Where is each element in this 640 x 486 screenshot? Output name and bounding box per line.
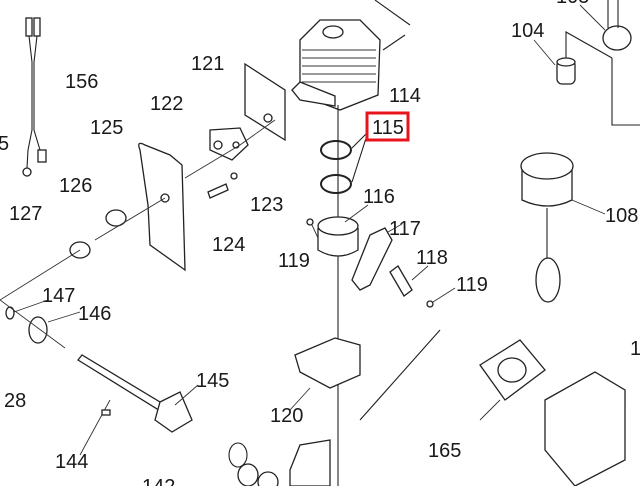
fuel-cap-part: [520, 152, 574, 303]
label-108: 108: [605, 205, 638, 227]
label-127: 127: [9, 203, 42, 225]
crankshaft-part: [77, 354, 193, 433]
label-146: 146: [78, 303, 111, 325]
plate-part: [138, 142, 186, 272]
label-116: 116: [363, 186, 395, 208]
insulator-part: [209, 127, 249, 161]
bearing-part: [28, 316, 48, 344]
label-125: 125: [90, 117, 123, 139]
part-105: [602, 25, 632, 51]
label-145: 145: [196, 370, 229, 392]
label-156: 156: [65, 71, 98, 93]
label-120: 120: [270, 405, 303, 427]
piston-ring-part: [320, 140, 352, 160]
label-147: 147: [42, 285, 75, 307]
label-1: 1: [630, 338, 640, 360]
gasket-part: [244, 62, 286, 142]
label-117: 117: [389, 218, 421, 240]
label-124: 124: [212, 234, 245, 256]
label-122: 122: [150, 93, 183, 115]
label-165: 165: [428, 440, 461, 462]
label-104: 104: [511, 20, 544, 42]
piston-part: [317, 216, 359, 257]
label-119: 119: [456, 274, 488, 296]
label-126: 126: [59, 175, 92, 197]
label-115: 115: [372, 117, 404, 139]
label-144: 144: [55, 451, 88, 473]
piston-ring-part: [320, 174, 352, 194]
cylinder-part: [291, 19, 381, 111]
cylinder-gasket-part: [294, 337, 361, 389]
connecting-rod-part: [351, 227, 393, 291]
wire-harness-part: [22, 17, 47, 177]
label-121: 121: [191, 53, 224, 75]
label-5: 5: [0, 133, 9, 155]
label-105: 105: [556, 0, 589, 8]
part-126: [105, 209, 127, 227]
label-123: 123: [250, 194, 283, 216]
highlight-box-115: [365, 111, 410, 142]
label-118: 118: [416, 247, 448, 269]
label-119: 119: [278, 250, 310, 272]
label-114: 114: [389, 85, 421, 107]
label-128: 28: [4, 390, 26, 412]
label-142: 142: [142, 476, 175, 486]
